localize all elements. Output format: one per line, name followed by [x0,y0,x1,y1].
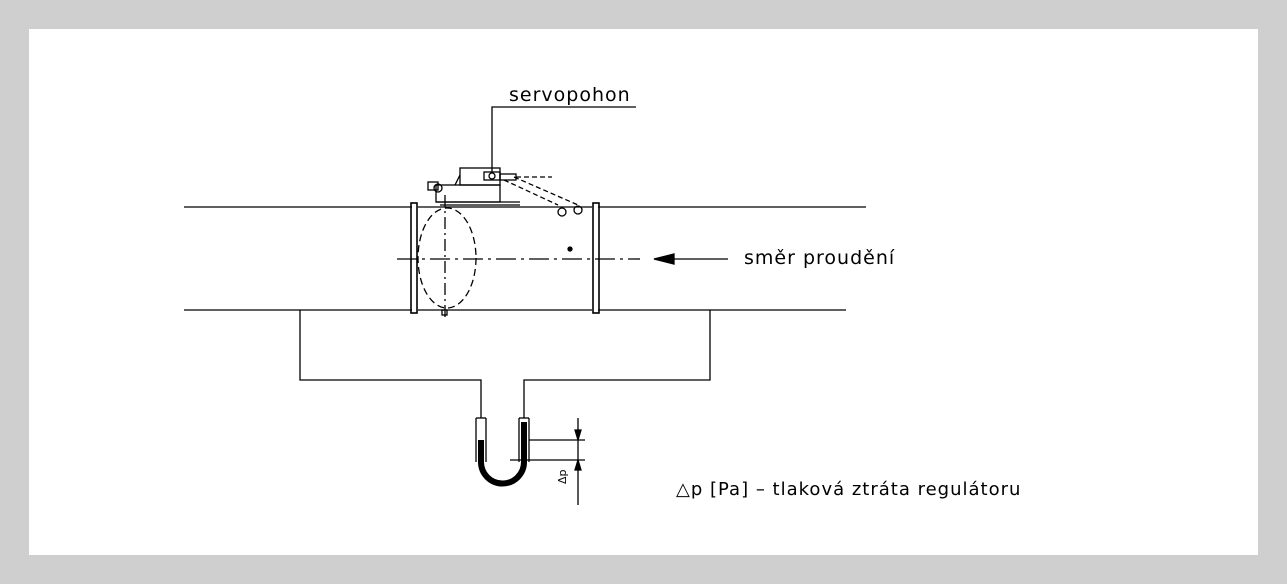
dim-arrow-bottom [574,457,582,471]
u-tube-manometer [475,417,530,487]
damper-blade [417,207,477,309]
flow-arrow-head [653,253,675,265]
damper-bottom-pin [441,309,448,316]
regulator-flange-left [410,202,418,314]
pressure-tube-right [523,310,711,418]
actuator-assembly [427,167,583,217]
pressure-tube-left [299,310,482,418]
flow-direction-label: směr proudění [744,247,896,269]
measuring-point [567,246,573,252]
actuator-leader-line [491,106,636,172]
pressure-loss-label: △p [Pa] – tlaková ztráta regulátoru [676,479,1022,500]
delta-p-dimension-label: Δp [556,469,569,484]
regulator-flange-right [592,202,600,314]
dim-arrow-top [574,429,582,443]
drawing-canvas [29,29,1258,555]
actuator-label: servopohon [509,84,631,106]
